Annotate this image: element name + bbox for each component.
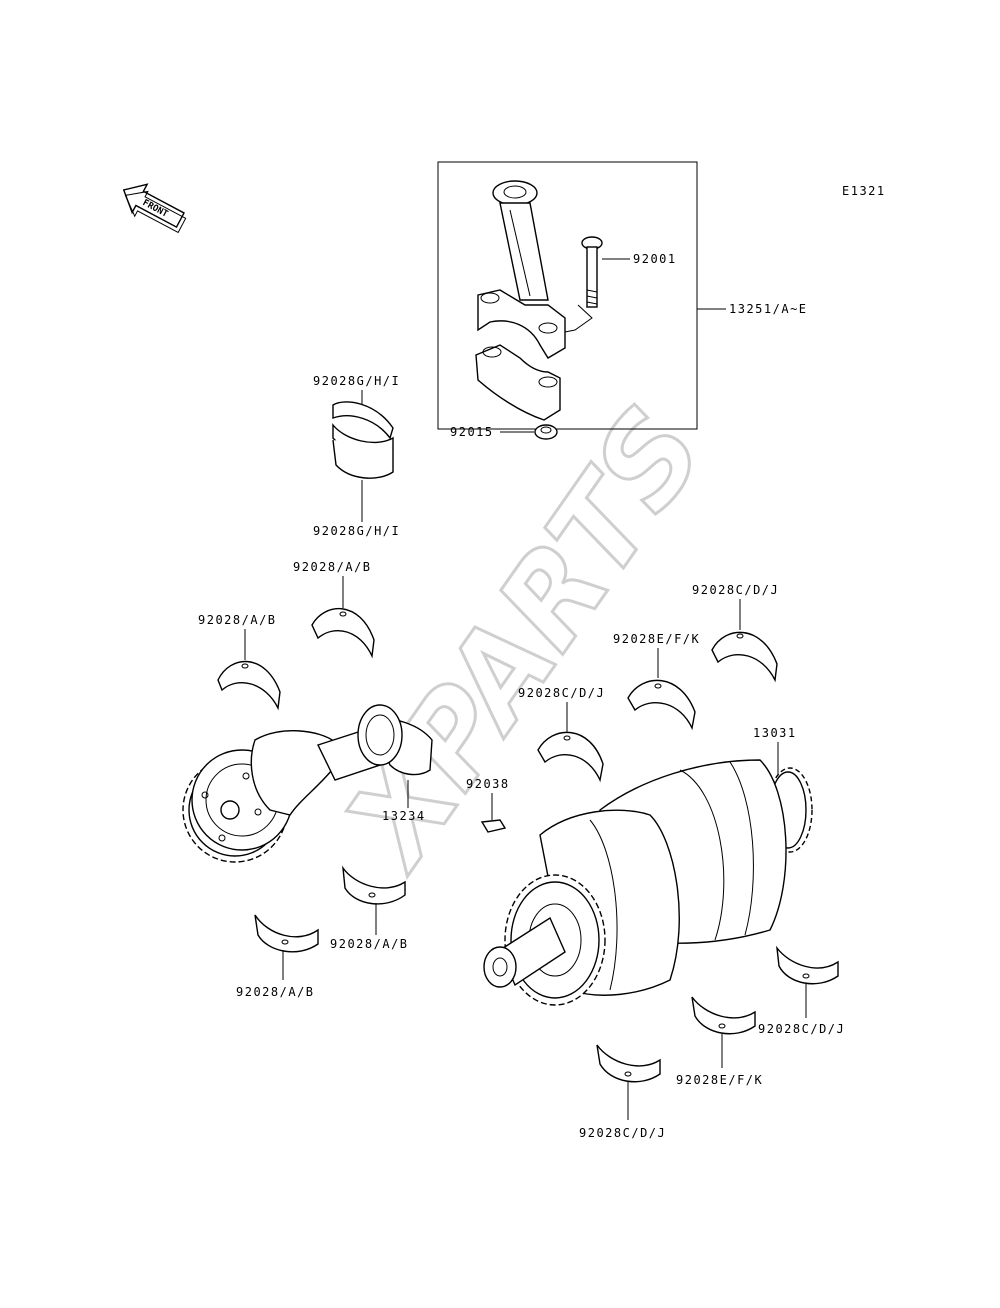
con-rod-inset-box xyxy=(437,161,698,430)
balancer-bearing-top-right-icon xyxy=(311,607,375,659)
diagram-code: E1321 xyxy=(842,184,886,198)
label-92001: 92001 xyxy=(633,252,677,266)
label-balancer-bearing-bottom-left: 92028/A/B xyxy=(236,985,315,999)
main-bearing-bottom-mid-icon xyxy=(691,996,756,1035)
label-92038: 92038 xyxy=(466,777,510,791)
label-main-bearing-mid-left: 92028C/D/J xyxy=(518,686,605,700)
crankshaft-icon xyxy=(483,759,813,1006)
con-rod-bolt-icon xyxy=(581,236,603,308)
label-13251: 13251/A~E xyxy=(729,302,808,316)
label-92015: 92015 xyxy=(450,425,494,439)
label-balancer-bearing-top-left: 92028/A/B xyxy=(198,613,277,627)
label-balancer-bearing-top-right: 92028/A/B xyxy=(293,560,372,574)
balancer-shaft-icon xyxy=(182,704,433,863)
balancer-bearing-bottom-left-icon xyxy=(254,914,319,953)
con-rod-nut-icon xyxy=(534,424,558,440)
key-icon xyxy=(480,819,507,833)
main-bearing-mid-top-icon xyxy=(627,679,696,731)
rod-bearing-upper-icon xyxy=(332,401,394,440)
main-bearing-bottom-right-icon xyxy=(776,945,839,985)
label-13234: 13234 xyxy=(382,809,426,823)
main-bearing-top-right-icon xyxy=(711,631,778,683)
main-bearing-mid-left-icon xyxy=(537,731,604,783)
label-13031: 13031 xyxy=(753,726,797,740)
label-main-bearing-bottom-right: 92028C/D/J xyxy=(758,1022,845,1036)
label-rod-bearing-upper: 92028G/H/I xyxy=(313,374,400,388)
front-arrow-icon: FRONT xyxy=(122,183,187,234)
connecting-rod-icon xyxy=(475,180,566,421)
label-main-bearing-bottom-left: 92028C/D/J xyxy=(579,1126,666,1140)
balancer-bearing-bottom-right-icon xyxy=(342,865,406,905)
label-main-bearing-bottom-mid: 92028E/F/K xyxy=(676,1073,763,1087)
label-rod-bearing-lower: 92028G/H/I xyxy=(313,524,400,538)
label-balancer-bearing-bottom-right: 92028/A/B xyxy=(330,937,409,951)
main-bearing-bottom-left-icon xyxy=(596,1044,661,1083)
balancer-bearing-top-left-icon xyxy=(217,660,281,711)
label-main-bearing-top-right: 92028C/D/J xyxy=(692,583,779,597)
label-main-bearing-mid-top: 92028E/F/K xyxy=(613,632,700,646)
